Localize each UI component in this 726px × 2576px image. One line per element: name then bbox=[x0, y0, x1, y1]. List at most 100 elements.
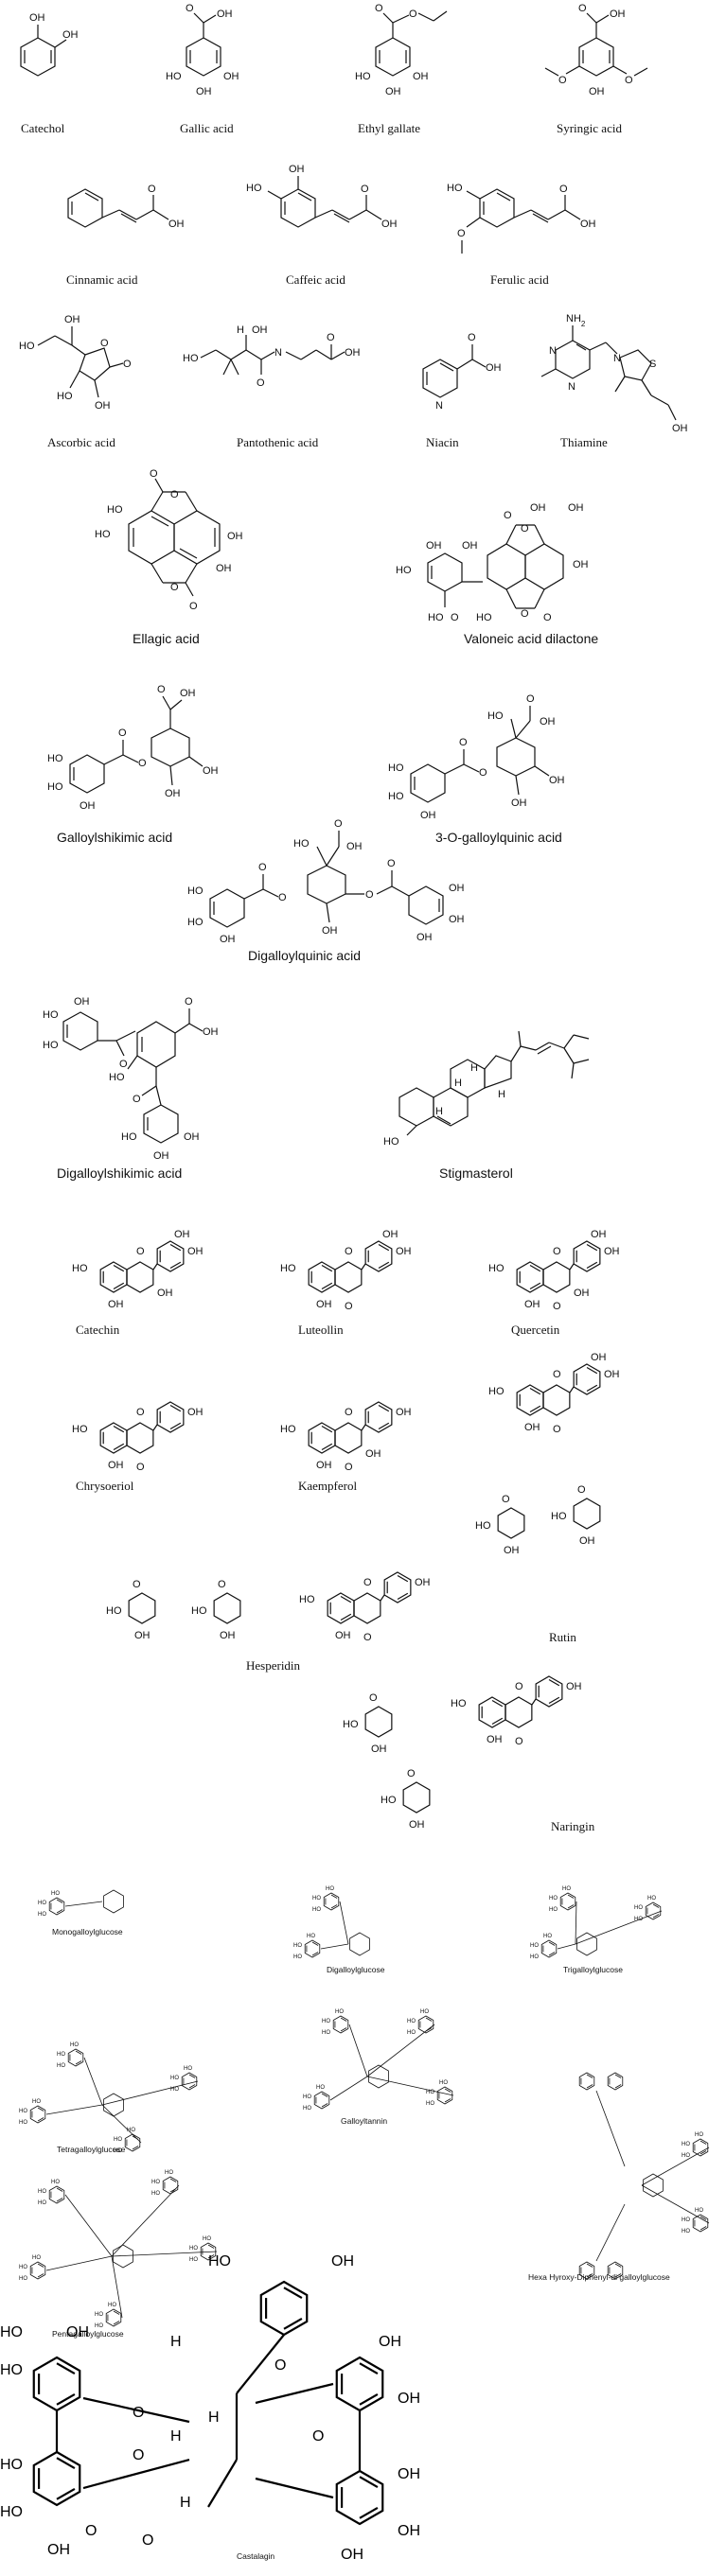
atom-o: O bbox=[526, 693, 535, 705]
atom-o: O bbox=[274, 2357, 286, 2374]
atom-h: H bbox=[470, 1062, 478, 1074]
atom-ho: HO bbox=[189, 2246, 198, 2252]
atom-h: H bbox=[435, 1106, 443, 1117]
atom-ho: HO bbox=[407, 2019, 416, 2024]
atom-oh: OH bbox=[252, 324, 268, 336]
double-bond bbox=[113, 2321, 120, 2325]
atom-ho: HO bbox=[191, 1605, 207, 1617]
atom-ho: HO bbox=[19, 2109, 27, 2114]
ring-bond bbox=[308, 1261, 336, 1293]
atom-ho: HO bbox=[106, 1605, 122, 1617]
double-bond bbox=[56, 1899, 63, 1903]
label-galloyltannin: Galloyltannin bbox=[341, 2116, 387, 2126]
label-digalloylshikimic-acid: Digalloylshikimic acid bbox=[57, 1165, 182, 1181]
double-bond bbox=[56, 2187, 63, 2192]
atom-ho: HO bbox=[303, 2106, 311, 2112]
atom-oh: OH bbox=[187, 1246, 204, 1257]
atom-ho: HO bbox=[551, 1511, 567, 1522]
atom-ho: HO bbox=[426, 2101, 434, 2107]
galloylshikimic-acid-structure: HO HO OH O O O OH OH OH bbox=[47, 684, 219, 812]
atom-ho: HO bbox=[70, 2042, 79, 2048]
double-bond bbox=[378, 1261, 390, 1269]
double-bond bbox=[37, 2107, 44, 2112]
ring-bond bbox=[128, 1592, 156, 1624]
double-bond bbox=[207, 2254, 215, 2259]
bond bbox=[320, 1943, 349, 1950]
atom-ho: HO bbox=[303, 2094, 311, 2100]
double-bond bbox=[56, 2362, 76, 2375]
atom-h: H bbox=[237, 324, 244, 336]
double-bond bbox=[397, 1575, 409, 1583]
label-pantothenic-acid: Pantothenic acid bbox=[237, 435, 319, 449]
ethyl-gallate-structure: O O HO OH OH bbox=[355, 3, 448, 97]
ring-bond bbox=[213, 1592, 241, 1624]
atom-oh: OH bbox=[217, 9, 233, 20]
ring-bond bbox=[576, 1932, 597, 1956]
atom-ho: HO bbox=[396, 565, 412, 576]
double-bond bbox=[283, 2317, 303, 2330]
ring-bond bbox=[103, 2093, 124, 2117]
atom-oh: OH bbox=[579, 1535, 595, 1547]
ellagic-acid-structure: O O O O HO HO OH OH bbox=[95, 468, 243, 612]
atom-oh: OH bbox=[524, 1299, 540, 1310]
atom-ho: HO bbox=[208, 2253, 231, 2269]
atom-oh: OH bbox=[396, 1407, 412, 1418]
bond bbox=[569, 1263, 575, 1270]
pantothenic-acid-structure: HO H OH O N O OH bbox=[183, 324, 361, 389]
atom-o: O bbox=[578, 3, 587, 14]
atom-oh: OH bbox=[203, 1026, 219, 1038]
atom-ho: HO bbox=[543, 1934, 552, 1939]
double-bond bbox=[548, 1696, 560, 1704]
ring-bond bbox=[573, 1363, 601, 1395]
bond bbox=[366, 2076, 454, 2096]
atom-ho: HO bbox=[343, 1719, 359, 1730]
double-bond bbox=[444, 2088, 452, 2093]
atom-o: O bbox=[363, 1632, 372, 1643]
galloylquinic-acid-structure: HO HO OH O O HO O OH OH OH bbox=[388, 693, 565, 821]
atom-ho: HO bbox=[43, 1009, 59, 1021]
ring-bond bbox=[67, 2048, 84, 2067]
atom-oh: OH bbox=[449, 914, 465, 925]
atom-ho: HO bbox=[184, 2066, 192, 2072]
bond bbox=[101, 2104, 142, 2144]
double-bond bbox=[586, 2074, 593, 2078]
atom-oh: OH bbox=[74, 996, 90, 1008]
atom-o: O bbox=[218, 1579, 226, 1590]
atom-ho: HO bbox=[43, 1040, 59, 1051]
atom-o: O bbox=[369, 1692, 378, 1704]
ring-bond bbox=[607, 2261, 624, 2280]
atom-ho: HO bbox=[407, 2030, 416, 2036]
atom-ho: HO bbox=[695, 2208, 703, 2214]
label-thiamine: Thiamine bbox=[560, 435, 608, 449]
ring-bond bbox=[578, 2072, 595, 2091]
atom-ho: HO bbox=[682, 2217, 690, 2223]
atom-oh: OH bbox=[487, 1734, 503, 1745]
bond bbox=[83, 2057, 103, 2106]
catechol-structure: OH OH bbox=[20, 12, 79, 77]
double-bond bbox=[188, 2074, 196, 2078]
double-bond bbox=[283, 2287, 303, 2300]
double-bond bbox=[378, 1422, 390, 1429]
ring-bond bbox=[29, 2261, 46, 2280]
bond bbox=[595, 2090, 626, 2167]
ring-bond bbox=[692, 2138, 709, 2157]
atom-oh: OH bbox=[398, 2466, 420, 2482]
label-caffeic-acid: Caffeic acid bbox=[286, 272, 345, 287]
atom-ho: HO bbox=[488, 1263, 505, 1274]
ring-bond bbox=[383, 1571, 412, 1603]
atom-ho: HO bbox=[0, 2324, 23, 2340]
double-bond bbox=[359, 2506, 379, 2519]
label-cinnamic-acid: Cinnamic acid bbox=[66, 272, 138, 287]
atom-oh: OH bbox=[29, 12, 45, 24]
atom-oh: OH bbox=[134, 1630, 151, 1641]
bond bbox=[111, 2184, 180, 2257]
atom-ho: HO bbox=[549, 1896, 558, 1901]
atom-ho: HO bbox=[19, 2265, 27, 2270]
label-ascorbic-acid: Ascorbic acid bbox=[47, 435, 115, 449]
atom-ho: HO bbox=[19, 341, 35, 352]
ring-bond bbox=[353, 1592, 381, 1624]
label-monogalloylglucose: Monogalloylglucose bbox=[52, 1927, 123, 1936]
double-bond bbox=[359, 2392, 379, 2406]
atom-ho: HO bbox=[322, 2019, 330, 2024]
